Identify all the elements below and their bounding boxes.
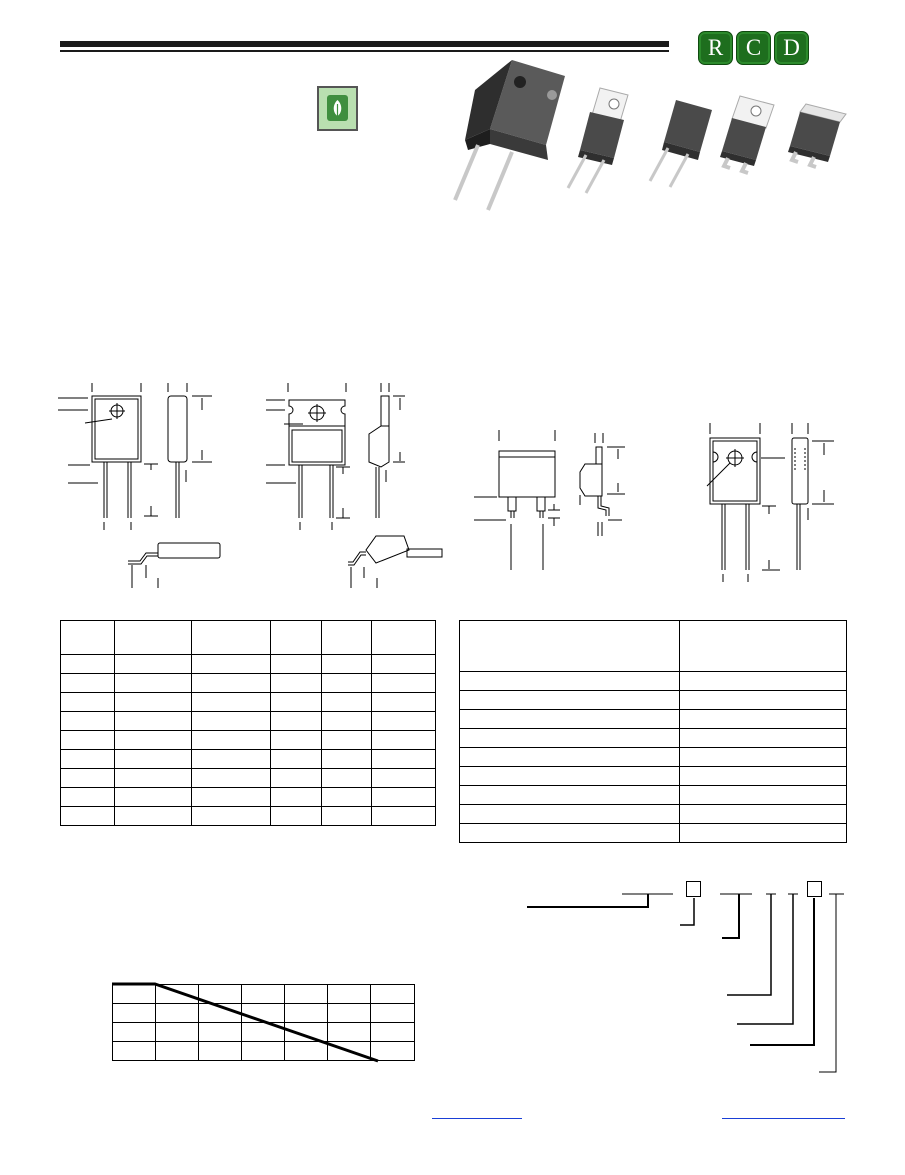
table-header-row [459, 620, 847, 672]
table-row [60, 711, 436, 731]
drawing-to220-side [167, 383, 212, 518]
package-photo-to220 [566, 87, 629, 194]
logo-letter-c: C [736, 31, 771, 65]
table-row [60, 673, 436, 693]
package-photo-to247 [453, 60, 565, 211]
header-rule-thin [60, 50, 669, 52]
part-number-box-2 [807, 881, 822, 897]
rohs-badge [317, 86, 358, 131]
package-photo-dpak [720, 95, 775, 175]
dimensions-table [60, 620, 436, 826]
derating-chart-grid [112, 984, 415, 1061]
drawing-dpak-side [579, 433, 625, 536]
package-photo-d2pak [788, 103, 847, 169]
drawing-dpak-front [474, 430, 560, 570]
footer-link-left[interactable] [432, 1118, 522, 1119]
header-rule [60, 41, 669, 47]
table-row [459, 728, 847, 748]
drawing-to220f-side [368, 383, 405, 518]
drawing-to247-front [706, 423, 785, 582]
package-photos [453, 60, 847, 211]
table-row [459, 823, 847, 843]
drawing-to220f-front [266, 383, 350, 530]
part-number-box-1 [686, 881, 701, 897]
drawing-to220-front [58, 383, 158, 530]
table-row [60, 654, 436, 674]
table-row [60, 768, 436, 788]
footer-link-right[interactable] [722, 1118, 845, 1119]
logo-letter-r: R [698, 31, 733, 65]
table-row [60, 787, 436, 807]
table-row [459, 747, 847, 767]
table-row [60, 749, 436, 769]
specifications-table [459, 620, 847, 843]
dimension-drawings [58, 383, 834, 588]
drawing-to220-bent-lead [128, 542, 221, 588]
drawing-to247-side [791, 423, 834, 570]
table-row [459, 709, 847, 729]
drawing-to220f-bent-lead [348, 535, 443, 588]
package-photo-to220f [648, 100, 712, 188]
table-row [60, 692, 436, 712]
table-row [60, 806, 436, 826]
leaf-icon [327, 95, 348, 121]
logo-letter-d: D [774, 31, 809, 65]
